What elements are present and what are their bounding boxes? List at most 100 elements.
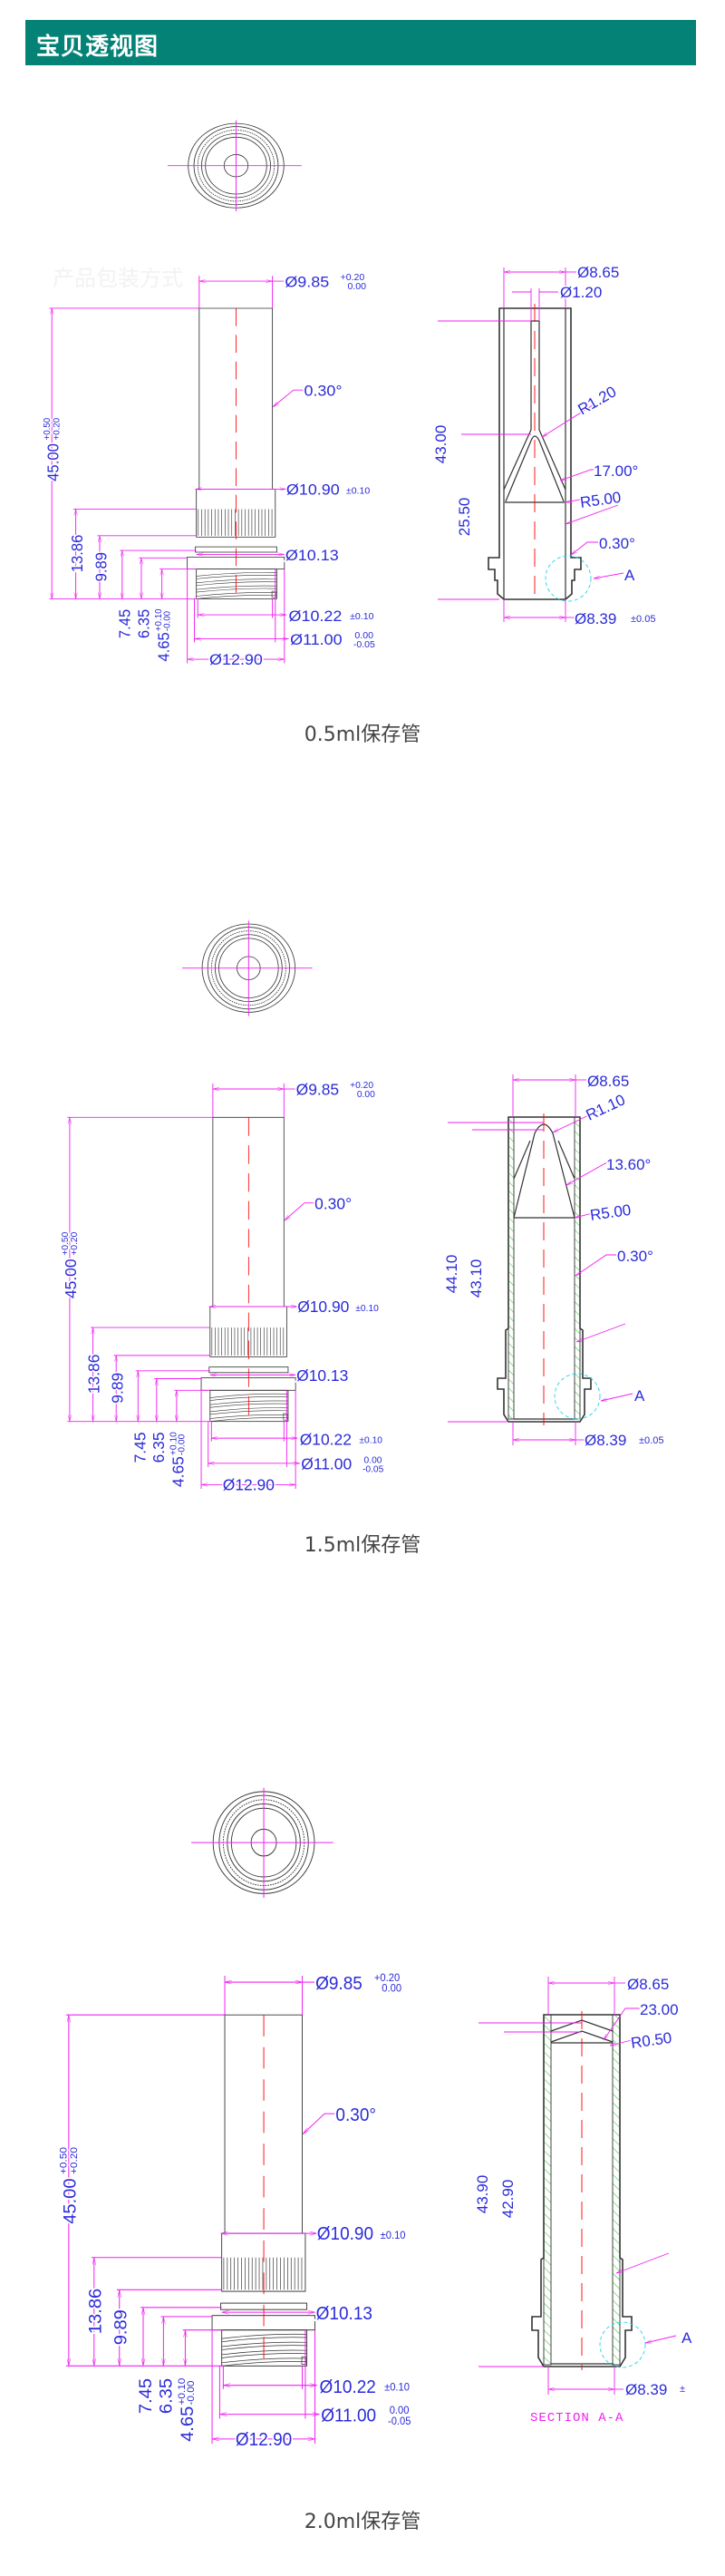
dim-thread-height: 4.65 [169, 1456, 188, 1487]
tol-lower: +0.20 [70, 1231, 80, 1255]
section-view: Ø8.65Ø1.2043.0025.50R1.2017.00°R5.000.30… [431, 263, 657, 629]
tol-lower: -0.05 [353, 640, 375, 650]
thread-line [221, 2341, 307, 2350]
section-title: 宝贝透视图 [36, 34, 160, 61]
dim-thread-diameter: Ø11.00 [301, 1454, 352, 1473]
dim-cone-radius: R5.00 [589, 1201, 633, 1224]
group: 43.10 [467, 1258, 487, 1299]
dim-top-diameter: Ø9.85 [296, 1081, 339, 1099]
leader [565, 504, 619, 525]
detail-circle [599, 2321, 646, 2368]
thread-body [196, 569, 277, 599]
dim-inner-top-diameter: Ø8.65 [627, 1976, 669, 1993]
dim-length: 45.00 [62, 1259, 80, 1298]
thread-line [221, 2357, 307, 2367]
top-view [182, 920, 313, 1016]
thread-line [196, 592, 277, 599]
group: 43.00 [431, 423, 451, 465]
watermark-text: 产品包装方式 [53, 266, 183, 291]
tol: ±0.10 [384, 2382, 410, 2393]
leader [645, 2335, 677, 2344]
tol: ± [680, 2384, 685, 2395]
dim-knurl-diameter: Ø10.90 [297, 1298, 349, 1316]
dim-tip-radius: R1.20 [575, 383, 620, 418]
dim-collar-diameter: Ø10.13 [316, 2303, 372, 2324]
thread-body [221, 2329, 308, 2367]
top-view [191, 1787, 334, 1899]
caption-0-5ml: 0.5ml保存管 [304, 724, 421, 746]
leader [609, 2039, 633, 2046]
tol-lower: 0.00 [382, 1983, 401, 1994]
dim-draft-angle: 0.30° [314, 1194, 352, 1212]
section-header-bar: 宝贝透视图 [25, 20, 696, 65]
thread-body [209, 1389, 289, 1423]
detail-label: A [634, 1387, 645, 1405]
tol-upper: 0.00 [390, 2406, 410, 2416]
dim-thread-root-diameter: Ø10.22 [289, 608, 343, 625]
dim-thread-diameter: Ø11.00 [321, 2406, 376, 2426]
leader [559, 469, 594, 481]
thread-stop [271, 590, 276, 598]
dim-knurl-top-height: 13.86 [67, 535, 86, 573]
group: 6.35 [148, 1431, 169, 1464]
tol-upper: +0.10 [177, 2378, 188, 2406]
dim-pin-diameter: Ø1.20 [560, 284, 602, 301]
thread-stop [283, 1413, 288, 1421]
dim-inner-bottom-diameter: Ø8.39 [575, 610, 616, 627]
leader [566, 1162, 609, 1186]
tol: ±0.05 [639, 1435, 663, 1446]
dim-thread-diameter: Ø11.00 [290, 631, 342, 648]
line [474, 0, 725, 1130]
length-label: 45.00+0.50+0.20 [57, 2145, 82, 2225]
dim-inner-bottom-diameter: Ø8.39 [625, 2381, 667, 2398]
dim-top-diameter: Ø9.85 [285, 273, 329, 290]
dim-top-angle: 23.00 [640, 2001, 679, 2018]
front-view [187, 307, 285, 599]
group: 43.90 [473, 2173, 493, 2215]
detail-circle [545, 555, 592, 602]
group: 4.65+0.10-0.00 [168, 1430, 188, 1488]
group: 4.65+0.10-0.00 [175, 2377, 198, 2444]
length-label: 45.00+0.50+0.20 [41, 416, 63, 482]
thread-stop [301, 2356, 306, 2365]
group: 6.35 [132, 608, 154, 639]
tol-lower: -0.00 [162, 611, 172, 632]
dim-knurl-top-height: 13.86 [85, 1355, 103, 1395]
line [506, 0, 725, 2032]
dim-flange-diameter: Ø12.90 [236, 2429, 292, 2450]
dim-total-height: 43.00 [432, 425, 450, 464]
line [450, 0, 725, 1123]
dim-inner-bottom-diameter: Ø8.39 [585, 1432, 626, 1449]
leader [566, 498, 585, 502]
dim-outer-height: 44.10 [443, 1255, 460, 1294]
section-outline [497, 1116, 592, 1423]
dim-top-diameter: Ø9.85 [315, 1973, 362, 1994]
dim-knurl-diameter: Ø10.90 [286, 481, 340, 498]
dim-flange-height: 6.35 [157, 2378, 176, 2414]
cone-slot [513, 1140, 575, 1180]
leader [575, 1254, 616, 1277]
leader [575, 1323, 626, 1343]
group: 42.90 [498, 2178, 518, 2220]
cone [513, 1123, 575, 1219]
tube-body [212, 1116, 285, 1307]
leader [594, 572, 624, 578]
group: 13.86 [84, 2287, 107, 2336]
detail-circle [554, 1373, 601, 1420]
group: 9.89 [110, 2308, 132, 2347]
tol-lower: +0.20 [52, 417, 62, 440]
wall-hatch [543, 2014, 552, 2366]
tol: ±0.10 [381, 2231, 406, 2241]
leader [552, 1110, 599, 1133]
group: 25.50 [455, 496, 475, 538]
thread-line [209, 1414, 288, 1422]
dim-flange-diameter: Ø12.90 [209, 651, 263, 668]
dim-inner-height: 43.10 [468, 1259, 485, 1298]
dim-draft-angle: 0.30° [304, 382, 342, 399]
